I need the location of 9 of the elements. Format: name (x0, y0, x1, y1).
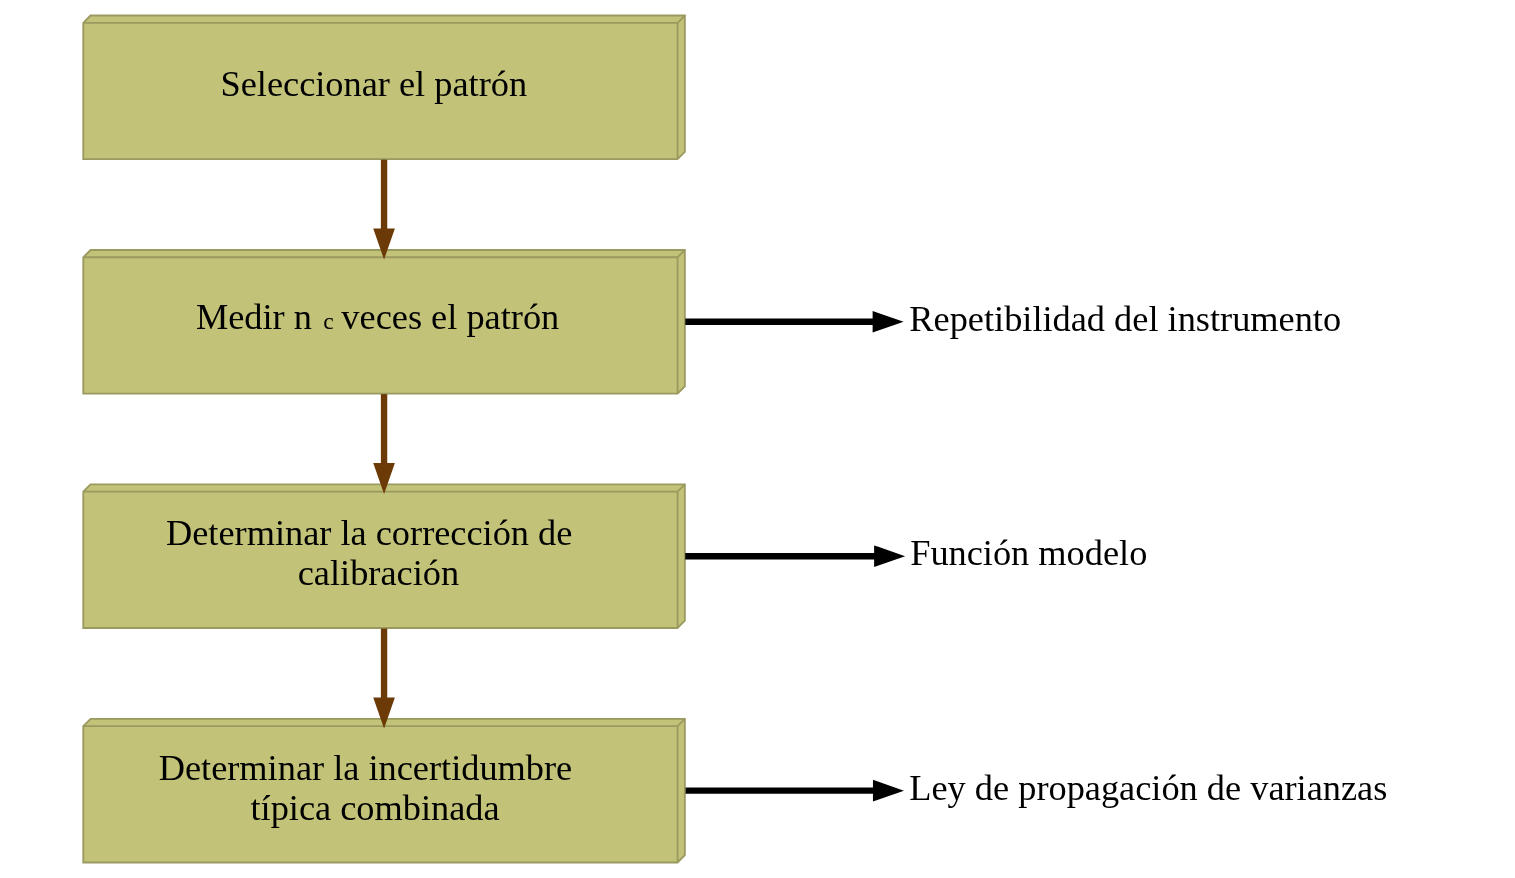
node-text: Repetibilidad del instrumento (908, 298, 1341, 339)
arrow (372, 628, 395, 729)
arrow (372, 394, 395, 494)
node-text: Función modelo (909, 533, 1147, 574)
arrow (684, 545, 905, 568)
arrow (372, 159, 395, 260)
arrow (684, 310, 904, 333)
arrow (685, 779, 904, 802)
node-text: Ley de propagación de varianzas (908, 767, 1387, 808)
